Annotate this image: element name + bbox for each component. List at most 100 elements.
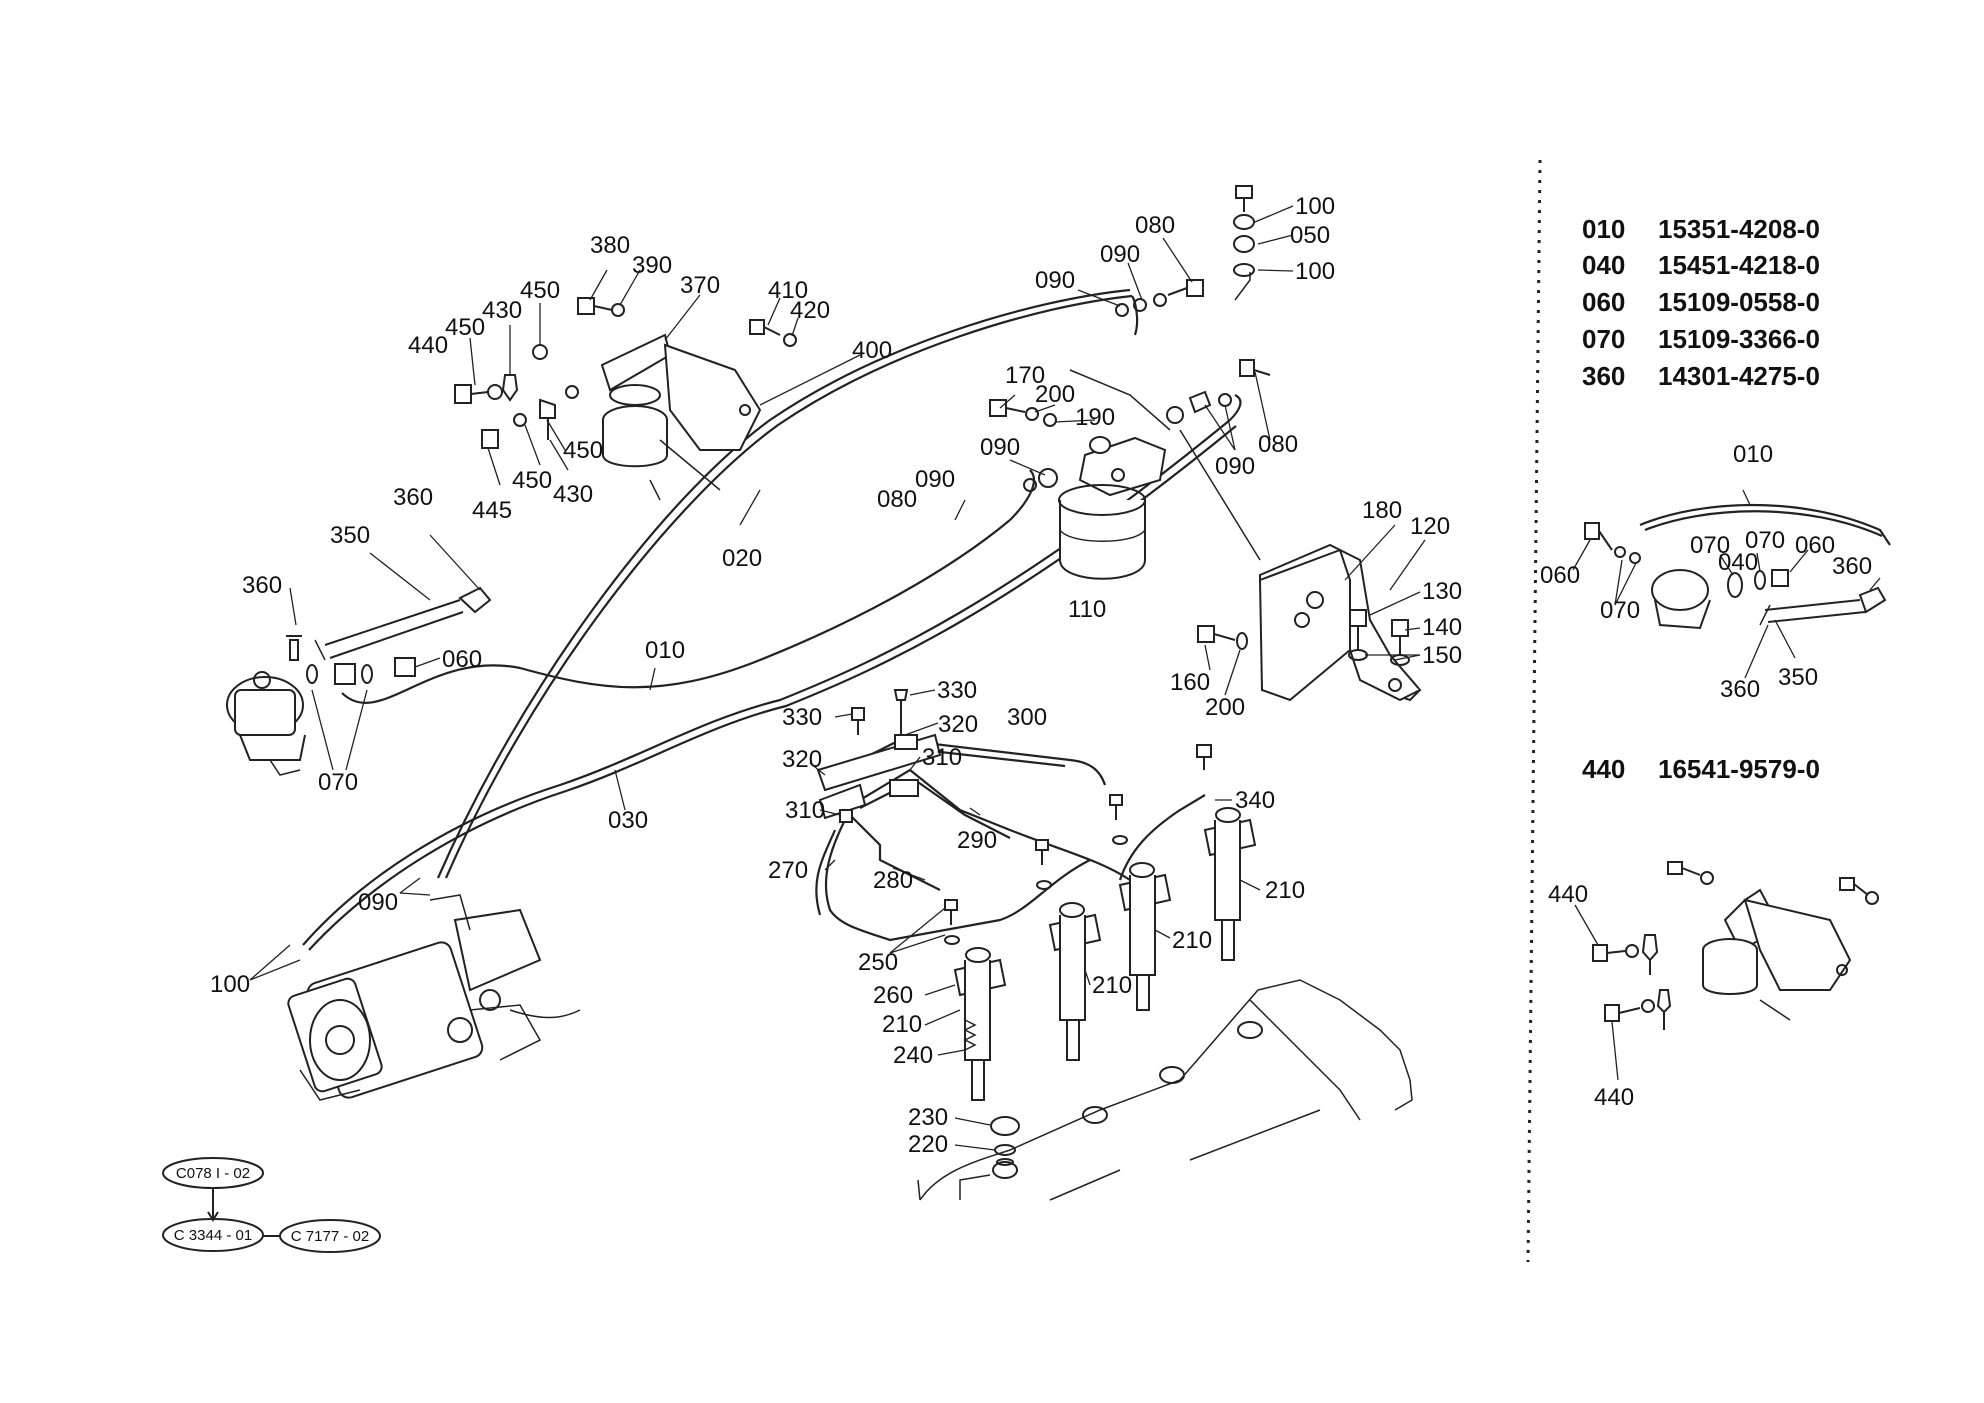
callout-090: 090: [1100, 241, 1140, 268]
callout-430: 430: [482, 297, 522, 324]
callout-070: 070: [1600, 597, 1640, 624]
callout-210: 210: [1265, 877, 1305, 904]
callout-080: 080: [877, 486, 917, 513]
callout-400: 400: [852, 337, 892, 364]
injection-pump: [287, 894, 581, 1101]
callout-010: 010: [645, 637, 685, 664]
callout-260: 260: [873, 982, 913, 1009]
callout-210: 210: [1092, 972, 1132, 999]
callout-440: 440: [408, 332, 448, 359]
callout-230: 230: [908, 1104, 948, 1131]
callout-100: 100: [1295, 258, 1335, 285]
inset-feed-pump: [1584, 503, 1891, 630]
callout-290: 290: [957, 827, 997, 854]
filter-bracket: [1197, 543, 1422, 702]
leader-lines: [249, 205, 1881, 1151]
callout-240: 240: [893, 1042, 933, 1069]
callout-310: 310: [785, 797, 825, 824]
bolt-stack-top: [1233, 185, 1255, 277]
feed-pump: [226, 586, 492, 776]
callout-180: 180: [1362, 497, 1402, 524]
callout-010: 010: [1733, 441, 1773, 468]
reference-label: C 7177 - 02: [291, 1228, 369, 1245]
callout-350: 350: [330, 522, 370, 549]
part-number: 14301-4275-0: [1658, 361, 1820, 391]
callout-330: 330: [782, 704, 822, 731]
callout-100: 100: [210, 971, 250, 998]
part-number: 15109-3366-0: [1658, 324, 1820, 354]
callout-170: 170: [1005, 362, 1045, 389]
callout-080: 080: [1258, 431, 1298, 458]
callout-140: 140: [1422, 614, 1462, 641]
callout-420: 420: [790, 297, 830, 324]
callout-060: 060: [1540, 562, 1580, 589]
callout-220: 220: [908, 1131, 948, 1158]
callout-110: 110: [1068, 596, 1106, 623]
reference-label: C078 I - 02: [176, 1165, 250, 1182]
callout-440: 440: [1594, 1084, 1634, 1111]
callout-080: 080: [1135, 212, 1175, 239]
callout-360: 360: [1832, 553, 1872, 580]
part-number: 15451-4218-0: [1658, 250, 1820, 280]
callout-060: 060: [442, 646, 482, 673]
reference-label: C 3344 - 01: [174, 1227, 252, 1244]
part-code: 060: [1582, 287, 1625, 317]
callout-440: 440: [1548, 881, 1588, 908]
callout-300: 300: [1007, 704, 1047, 731]
part-number: 16541-9579-0: [1658, 754, 1820, 784]
callout-210: 210: [882, 1011, 922, 1038]
callout-445: 445: [472, 497, 512, 524]
fasteners-top-left: [454, 297, 797, 449]
callout-130: 130: [1422, 578, 1462, 605]
callout-020: 020: [722, 545, 762, 572]
callout-090: 090: [980, 434, 1020, 461]
callout-060: 060: [1795, 532, 1835, 559]
callout-350: 350: [1778, 664, 1818, 691]
callout-070: 070: [1690, 532, 1730, 559]
callout-280: 280: [873, 867, 913, 894]
callout-270: 270: [768, 857, 808, 884]
reference-chart: C078 I - 02 C 3344 - 01 C 7177 - 02: [162, 1157, 381, 1253]
callout-450: 450: [563, 437, 603, 464]
callout-320: 320: [938, 711, 978, 738]
callout-450: 450: [445, 314, 485, 341]
callout-070: 070: [318, 769, 358, 796]
callout-310: 310: [922, 744, 962, 771]
callout-160: 160: [1170, 669, 1210, 696]
callout-090: 090: [1215, 453, 1255, 480]
callout-190: 190: [1075, 404, 1115, 431]
fuel-pipes: [302, 288, 1242, 951]
section-divider: [1526, 159, 1542, 1263]
callout-090: 090: [358, 889, 398, 916]
callout-340: 340: [1235, 787, 1275, 814]
callout-070: 070: [1745, 527, 1785, 554]
part-code: 040: [1582, 250, 1625, 280]
callout-100: 100: [1295, 193, 1335, 220]
callout-040: 040: [1718, 549, 1758, 576]
callout-380: 380: [590, 232, 630, 259]
fuel-filter-left: [600, 333, 762, 501]
fuel-injectors: [839, 689, 1257, 1166]
cylinder-head: [917, 979, 1413, 1201]
injection-pipes: [815, 733, 1206, 942]
callout-330: 330: [937, 677, 977, 704]
parts-number-table: 010 15351-4208-0 040 15451-4218-0 060 15…: [1582, 214, 1820, 784]
callout-090: 090: [915, 466, 955, 493]
callout-150: 150: [1422, 642, 1462, 669]
part-code: 010: [1582, 214, 1625, 244]
part-number: 15109-0558-0: [1658, 287, 1820, 317]
callout-410: 410: [768, 277, 808, 304]
part-code: 360: [1582, 361, 1625, 391]
part-code: 070: [1582, 324, 1625, 354]
callout-360: 360: [393, 484, 433, 511]
callout-450: 450: [520, 277, 560, 304]
callout-200: 200: [1035, 381, 1075, 408]
callout-390: 390: [632, 252, 672, 279]
callout-090: 090: [1035, 267, 1075, 294]
callout-450: 450: [512, 467, 552, 494]
callout-320: 320: [782, 746, 822, 773]
fuel-filter-center: [989, 272, 1271, 580]
callout-370: 370: [680, 272, 720, 299]
callout-210: 210: [1172, 927, 1212, 954]
